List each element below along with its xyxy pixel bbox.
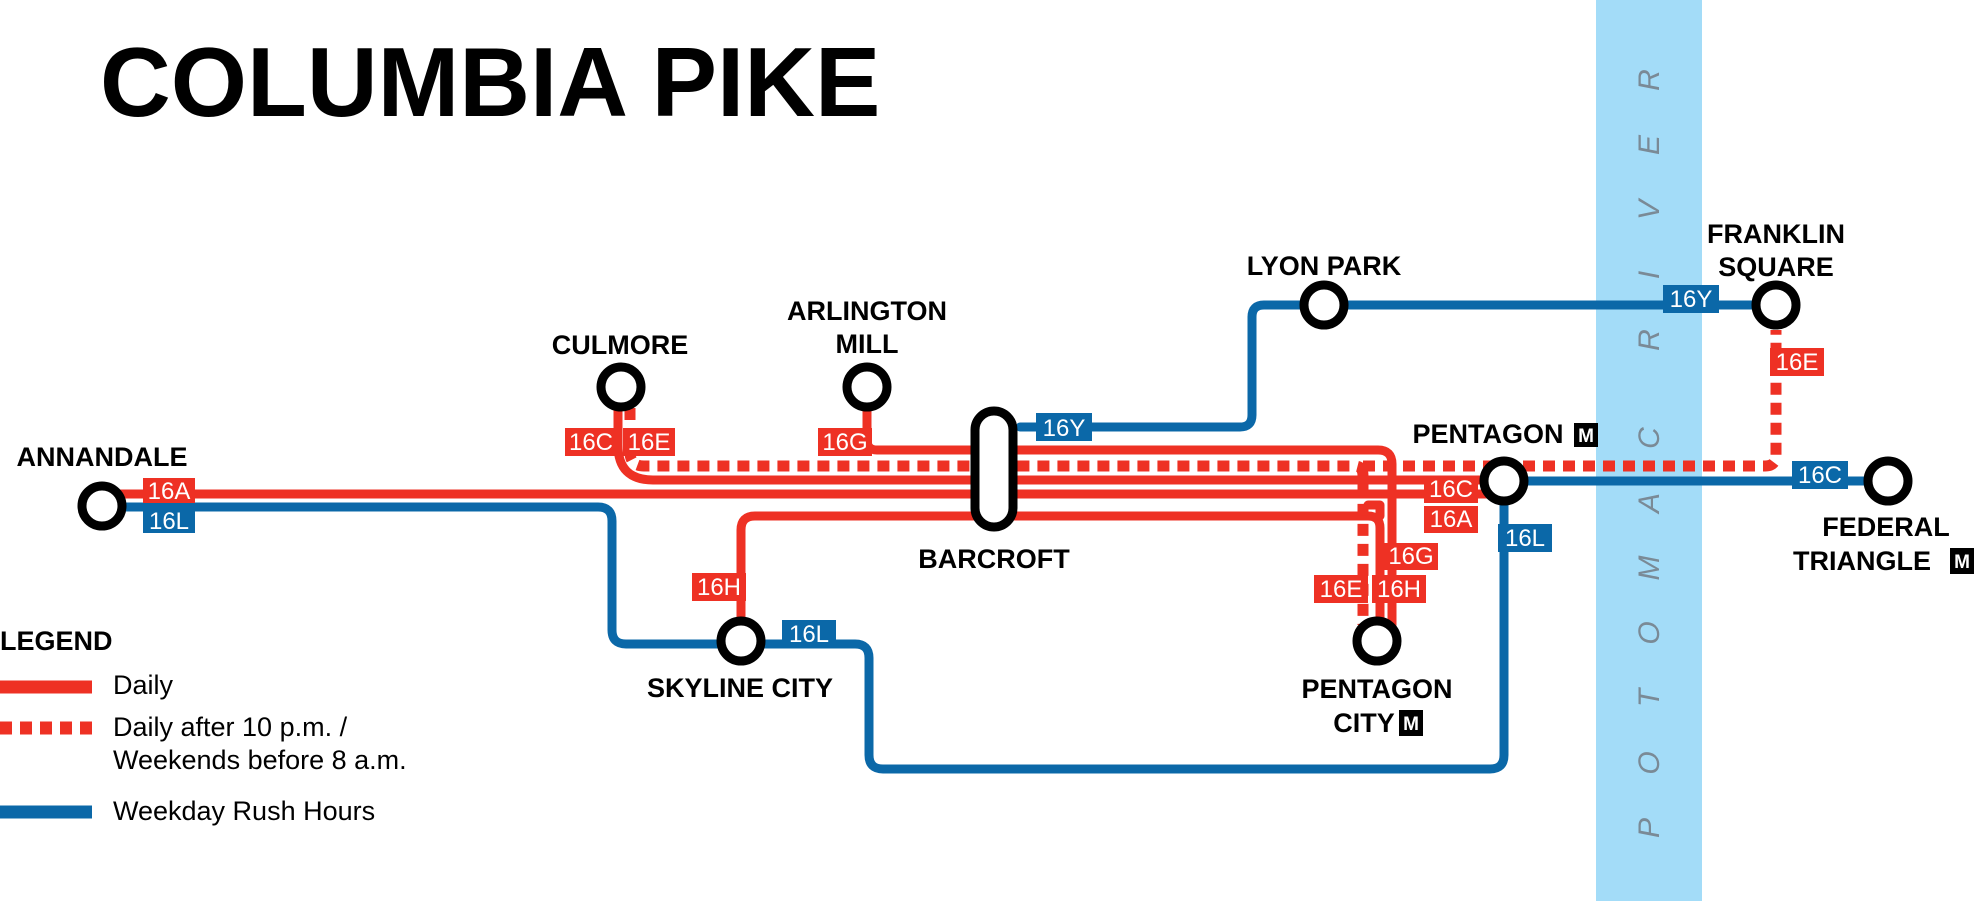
svg-text:16H: 16H (1377, 576, 1421, 603)
svg-text:M: M (1954, 552, 1970, 573)
river-letter: R (1633, 329, 1666, 351)
svg-text:16E: 16E (1320, 576, 1363, 603)
potomac-river (1596, 0, 1702, 901)
svg-text:16Y: 16Y (1043, 415, 1086, 442)
route-badge-16c-federal: 16C (1792, 461, 1848, 489)
route-badge-16y-barcroft: 16Y (1036, 413, 1092, 442)
svg-text:16G: 16G (1388, 543, 1433, 570)
route-badge-16c-culmore: 16C (565, 428, 617, 456)
svg-text:16L: 16L (149, 508, 189, 535)
route-16h-line (736, 511, 1385, 645)
svg-text:16A: 16A (148, 478, 191, 505)
svg-text:16E: 16E (628, 429, 671, 456)
station-lyon-park-marker[interactable] (1299, 280, 1349, 330)
route-badge-16g-pentagon-city: 16G (1384, 543, 1438, 570)
route-badge-16h-pentagon-city: 16H (1372, 575, 1426, 603)
legend-dashed-label: Weekends before 8 a.m. (113, 745, 407, 775)
route-16y-line (1015, 300, 1783, 432)
station-label-arlington-mill: ARLINGTON (787, 296, 947, 326)
station-label-franklin-square: FRANKLIN (1707, 219, 1845, 249)
station-label-arlington-mill: MILL (836, 329, 899, 359)
station-skyline-city-marker[interactable] (716, 616, 766, 666)
station-arlington-mill-marker[interactable] (842, 362, 892, 412)
river-letter: R (1633, 69, 1666, 91)
route-16a-spur-line (1363, 500, 1385, 521)
route-16c-line (613, 383, 1509, 485)
legend-title: LEGEND (0, 626, 113, 656)
legend-daily-label: Daily (113, 670, 174, 700)
svg-text:16L: 16L (1505, 525, 1545, 552)
route-badge-16e-pentagon-city: 16E (1314, 575, 1368, 603)
svg-text:16C: 16C (569, 429, 613, 456)
station-annandale-marker[interactable] (77, 481, 127, 531)
svg-text:16C: 16C (1798, 462, 1842, 489)
svg-text:16G: 16G (822, 429, 867, 456)
station-label-pentagon-city: PENTAGON (1301, 674, 1452, 704)
route-badge-16a-pentagon: 16A (1424, 506, 1478, 533)
svg-text:M: M (1403, 714, 1419, 735)
station-label-federal-triangle: TRIANGLE (1793, 546, 1931, 576)
station-label-lyon-park: LYON PARK (1247, 251, 1402, 281)
route-badge-16a-annandale: 16A (143, 478, 195, 505)
river-letter: P (1633, 818, 1666, 838)
station-federal-triangle-marker[interactable] (1863, 456, 1913, 506)
station-label-pentagon-city: CITY (1333, 708, 1395, 738)
route-16l-line (97, 473, 1509, 774)
route-badge-16l-annandale: 16L (143, 508, 195, 535)
river-letter: M (1633, 556, 1666, 581)
svg-text:16C: 16C (1429, 476, 1473, 503)
station-pentagon-marker[interactable] (1479, 456, 1529, 506)
route-16e-dashed-east-line (1363, 330, 1782, 472)
metro-icon: M (1574, 423, 1598, 447)
metro-icon: M (1399, 710, 1423, 736)
station-label-annandale: ANNANDALE (17, 442, 188, 472)
svg-text:16Y: 16Y (1670, 286, 1713, 313)
station-franklin-square-marker[interactable] (1751, 280, 1801, 330)
river-letter: O (1633, 751, 1666, 774)
station-label-barcroft: BARCROFT (918, 544, 1070, 574)
river-letter: E (1633, 134, 1666, 155)
map-title: COLUMBIA PIKE (100, 27, 880, 137)
legend-dashed-label: Daily after 10 p.m. / (113, 712, 348, 742)
river-letter: A (1633, 493, 1666, 515)
station-label-skyline-city: SKYLINE CITY (647, 673, 833, 703)
station-label-pentagon: PENTAGON (1412, 419, 1563, 449)
route-badge-16g-arlington-mill: 16G (818, 428, 872, 456)
station-culmore-marker[interactable] (596, 362, 646, 412)
svg-text:16E: 16E (1776, 349, 1819, 376)
station-label-culmore: CULMORE (552, 330, 689, 360)
station-pentagon-city-marker[interactable] (1352, 616, 1402, 666)
river-letter: C (1633, 427, 1666, 449)
station-label-federal-triangle: FEDERAL (1822, 512, 1950, 542)
legend: LEGEND Daily Daily after 10 p.m. / Weeke… (0, 626, 407, 826)
river-label: R E V I R C A M O T O P (1633, 69, 1666, 838)
svg-text:M: M (1578, 426, 1594, 447)
svg-text:16A: 16A (1430, 506, 1473, 533)
river-letter: I (1633, 271, 1666, 279)
metro-icon: M (1950, 548, 1974, 574)
river-letter: O (1633, 621, 1666, 644)
route-badge-16e-franklin: 16E (1770, 348, 1824, 376)
svg-text:16H: 16H (697, 574, 741, 601)
river-letter: V (1633, 197, 1666, 220)
svg-text:16L: 16L (789, 621, 829, 648)
river-letter: T (1633, 686, 1666, 707)
station-label-franklin-square: SQUARE (1718, 252, 1834, 282)
route-badge-16e-culmore: 16E (623, 428, 675, 456)
route-badge-16h-skyline: 16H (692, 573, 746, 601)
route-badge-16l-skyline: 16L (782, 620, 836, 648)
station-barcroft-marker[interactable] (970, 406, 1018, 532)
route-badge-16l-pentagon: 16L (1498, 524, 1552, 552)
legend-rush-label: Weekday Rush Hours (113, 796, 375, 826)
route-badge-16y-franklin: 16Y (1663, 285, 1719, 313)
route-badge-16c-pentagon: 16C (1424, 476, 1478, 503)
